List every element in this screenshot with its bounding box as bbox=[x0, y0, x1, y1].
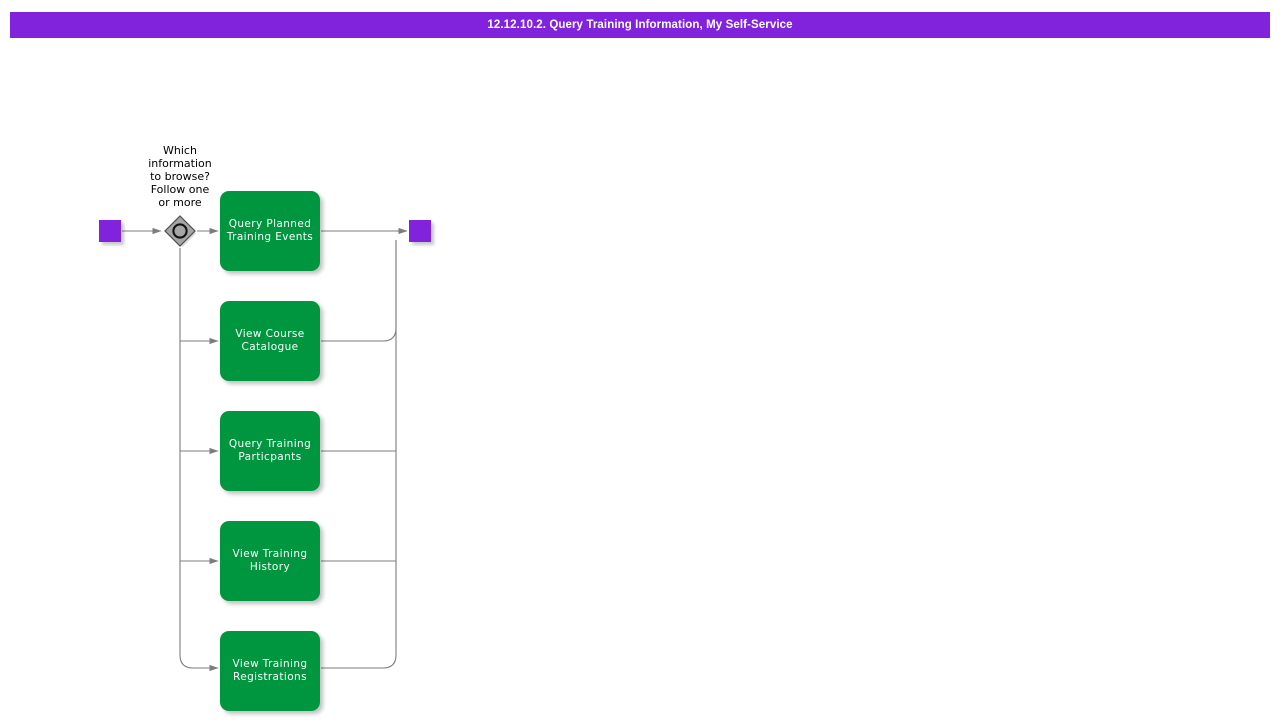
task-view-course-catalogue[interactable]: View Course Catalogue bbox=[220, 301, 320, 381]
gateway-or-circle-icon bbox=[172, 223, 188, 239]
inclusive-or-gateway[interactable] bbox=[163, 214, 197, 248]
task-view-training-history[interactable]: View Training History bbox=[220, 521, 320, 601]
connector-task5-to-merge bbox=[321, 240, 397, 669]
page-title: 12.12.10.2. Query Training Information, … bbox=[487, 19, 793, 31]
task-label: View Training History bbox=[232, 548, 308, 573]
task-view-training-registrations[interactable]: View Training Registrations bbox=[220, 631, 320, 711]
end-event[interactable] bbox=[409, 220, 431, 242]
start-event[interactable] bbox=[99, 220, 121, 242]
task-label: Query Training Particpants bbox=[228, 438, 312, 463]
task-label: View Training Registrations bbox=[232, 658, 308, 683]
window-title-bar: 12.12.10.2. Query Training Information, … bbox=[10, 12, 1270, 38]
task-label: View Course Catalogue bbox=[235, 328, 305, 353]
task-query-planned-training-events[interactable]: Query Planned Training Events bbox=[220, 191, 320, 271]
task-query-training-particpants[interactable]: Query Training Particpants bbox=[220, 411, 320, 491]
connector-task2-to-merge bbox=[321, 240, 397, 342]
connector-gateway-trunk bbox=[179, 248, 219, 672]
task-label: Query Planned Training Events bbox=[226, 218, 314, 243]
gateway-label: Which information to browse? Follow one … bbox=[148, 144, 212, 209]
